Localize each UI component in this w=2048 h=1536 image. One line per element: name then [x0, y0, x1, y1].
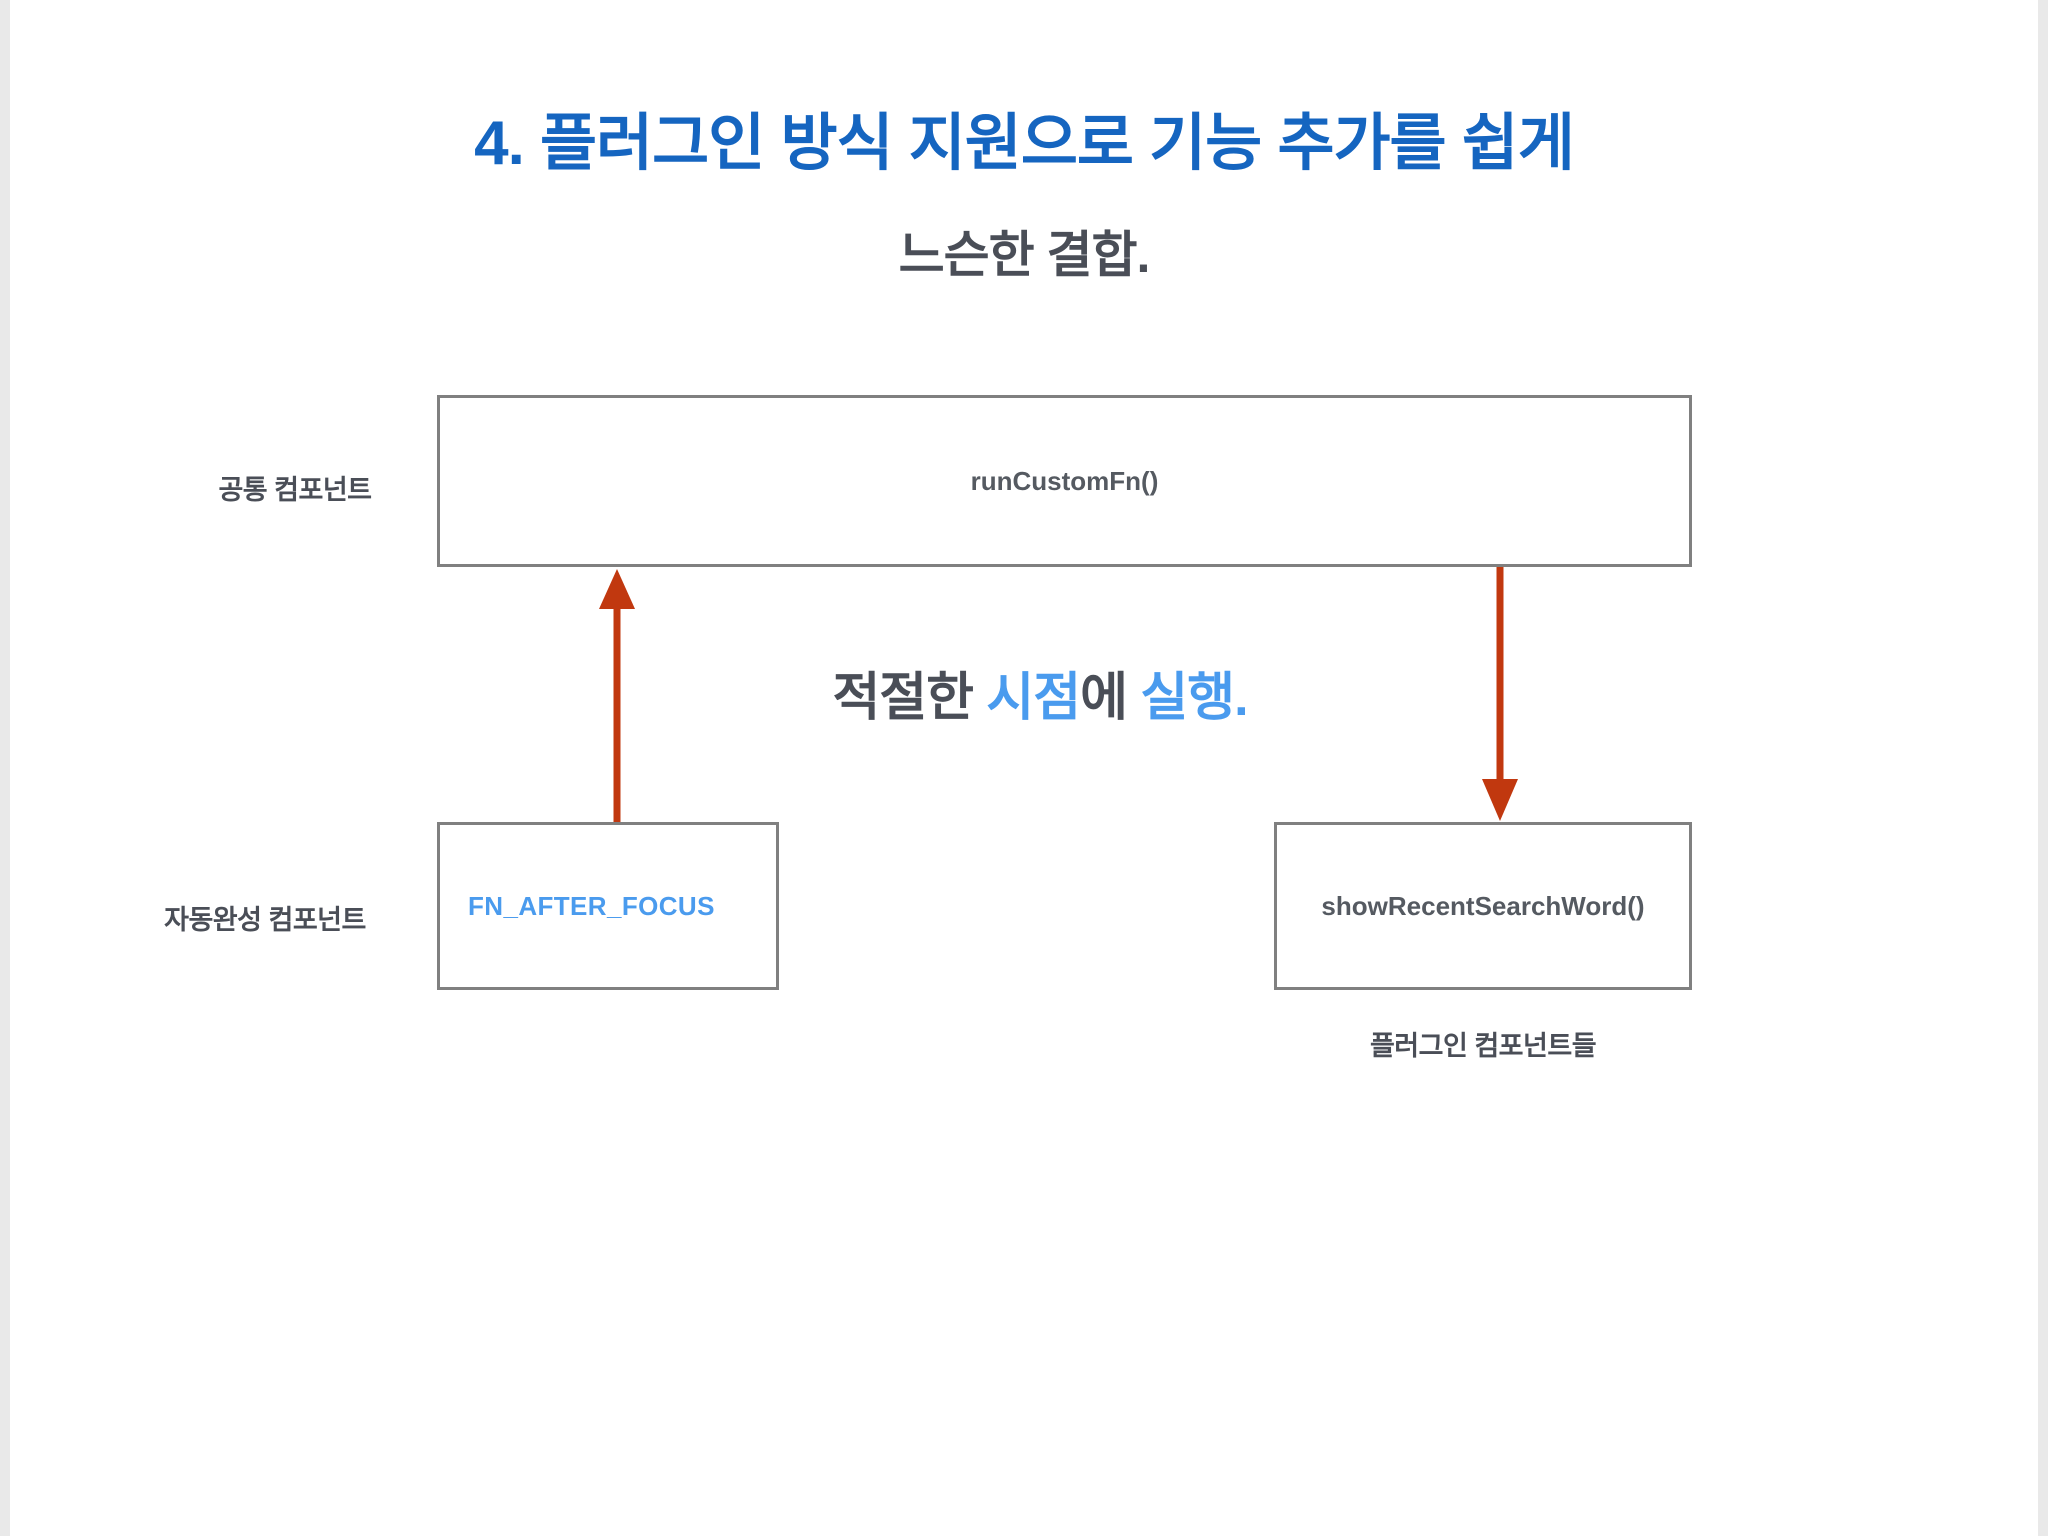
plugin-component-label: showRecentSearchWord() — [1321, 890, 1645, 921]
slide-canvas: 4. 플러그인 방식 지원으로 기능 추가를 쉽게 느슨한 결합. runCus… — [10, 0, 2038, 1536]
plugin-component-caption: 플러그인 컴포넌트들 — [1369, 1031, 1597, 1061]
center-phrase-highlight1: 시점 — [986, 669, 1081, 727]
autocomplete-component-side-label: 자동완성 컴포넌트 — [164, 905, 366, 935]
page-title: 4. 플러그인 방식 지원으로 기능 추가를 쉽게 — [474, 109, 1575, 178]
autocomplete-component-label: FN_AFTER_FOCUS — [468, 890, 715, 921]
center-phrase-part1: 적절한 — [832, 669, 987, 727]
center-phrase-part2: 에 — [1080, 669, 1141, 727]
common-component-box[interactable]: runCustomFn() — [437, 395, 1692, 567]
page-subtitle: 느슨한 결합. — [898, 227, 1151, 283]
common-component-side-label: 공통 컴포넌트 — [218, 475, 372, 505]
arrow-down-icon — [1482, 567, 1518, 821]
autocomplete-component-box[interactable]: FN_AFTER_FOCUS — [437, 822, 779, 990]
common-component-label: runCustomFn() — [970, 465, 1159, 496]
center-phrase-highlight2: 실행. — [1140, 669, 1248, 727]
plugin-component-box[interactable]: showRecentSearchWord() — [1274, 822, 1692, 990]
arrow-up-icon — [599, 569, 635, 823]
page-gutter-left — [0, 0, 10, 1536]
center-phrase: 적절한 시점에 실행. — [760, 655, 1320, 730]
page-gutter-right — [2038, 0, 2048, 1536]
